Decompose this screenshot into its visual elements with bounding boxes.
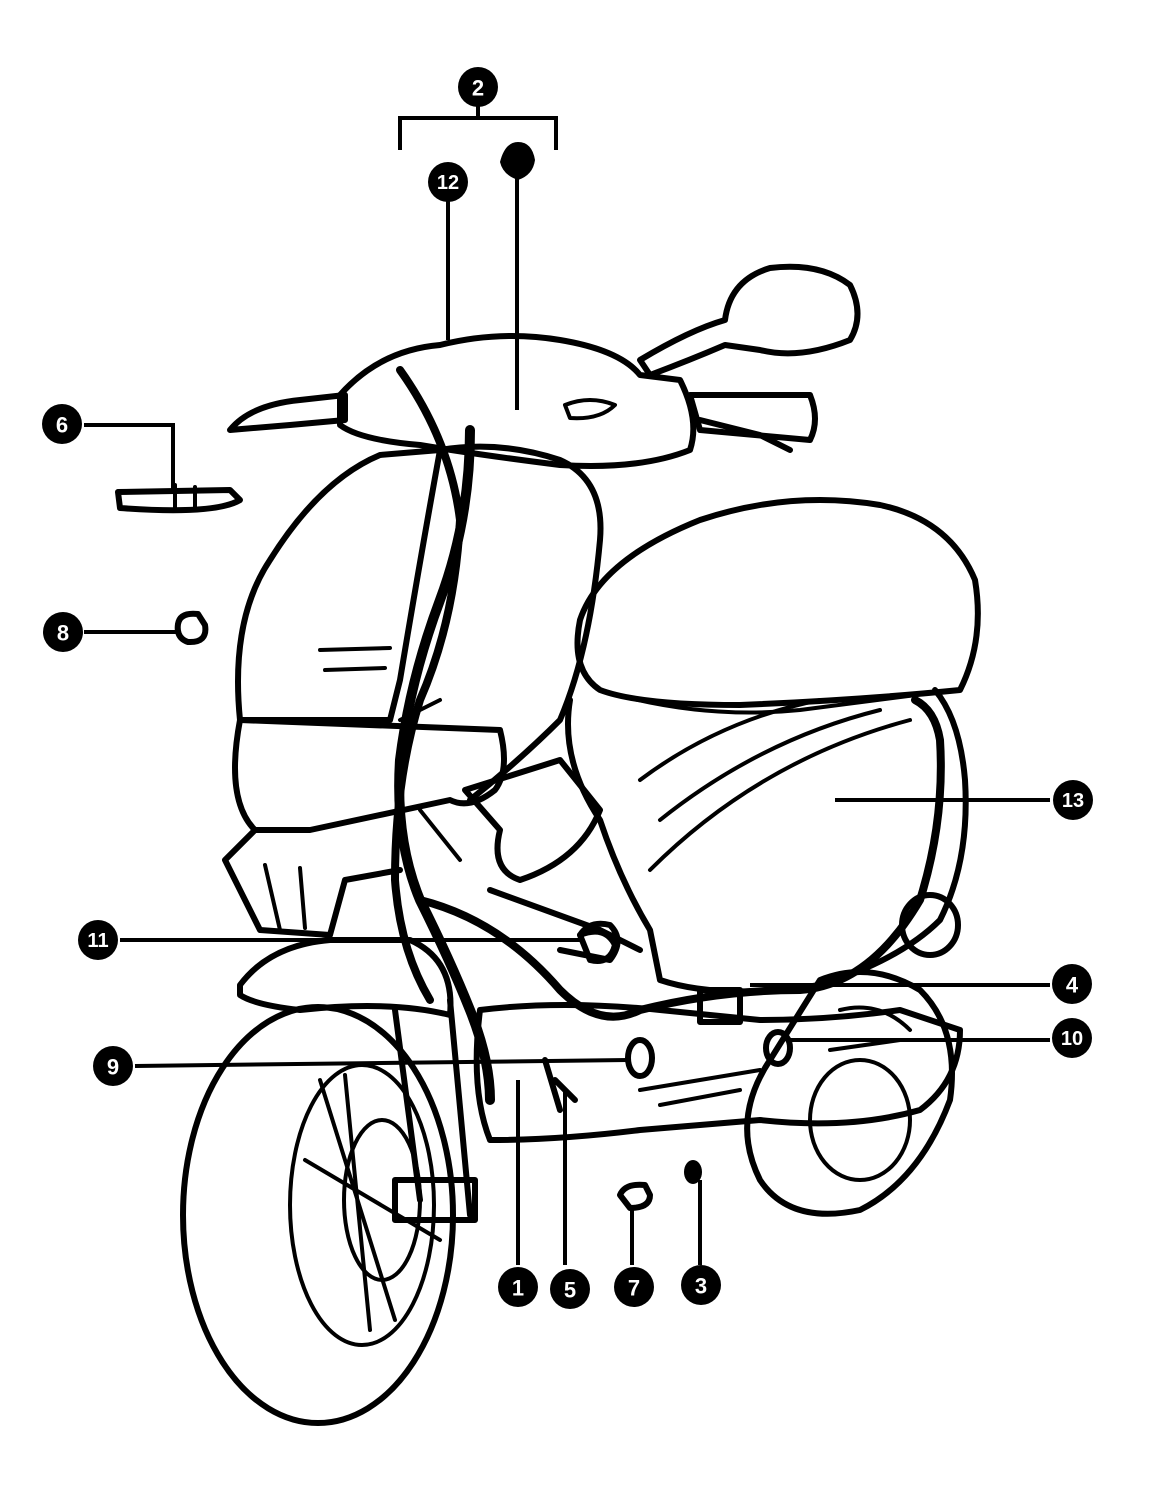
svg-text:8: 8 xyxy=(57,621,69,646)
callout-1: 1 xyxy=(498,1267,538,1307)
callout-12: 12 xyxy=(428,162,468,202)
svg-text:6: 6 xyxy=(56,413,68,438)
callout-13: 13 xyxy=(1053,780,1093,820)
svg-text:11: 11 xyxy=(87,930,108,952)
brake-lever xyxy=(697,417,793,453)
svg-text:7: 7 xyxy=(628,1276,640,1301)
callout-4: 4 xyxy=(1052,964,1092,1004)
main-harness-front xyxy=(394,425,495,1105)
svg-text:2: 2 xyxy=(472,76,484,101)
leader-lines xyxy=(84,100,1050,1265)
callout-8: 8 xyxy=(43,612,83,652)
part-7-clip xyxy=(617,1181,653,1211)
svg-text:9: 9 xyxy=(107,1055,119,1080)
front-badge xyxy=(318,646,392,672)
part-2-bulb xyxy=(500,142,535,180)
rear-light xyxy=(899,892,961,958)
svg-text:13: 13 xyxy=(1062,790,1084,812)
rear-body-lines xyxy=(638,698,912,872)
front-mudguard xyxy=(237,937,454,1018)
harness-secondary xyxy=(391,366,464,1004)
lower-nose xyxy=(222,827,403,938)
front-shield-left xyxy=(235,447,443,723)
callout-7: 7 xyxy=(614,1267,654,1307)
callout-2: 2 xyxy=(458,67,498,107)
svg-text:4: 4 xyxy=(1066,973,1079,998)
leader-9 xyxy=(134,1058,629,1068)
headset-cover xyxy=(337,333,697,469)
turn-signal xyxy=(462,757,603,883)
svg-text:3: 3 xyxy=(695,1274,707,1299)
fuse-holder xyxy=(542,1057,578,1113)
svg-text:5: 5 xyxy=(564,1278,576,1303)
svg-text:1: 1 xyxy=(512,1276,524,1301)
regulator xyxy=(697,987,743,1025)
relay-right xyxy=(763,1029,793,1067)
front-rim xyxy=(288,1063,436,1347)
horn xyxy=(577,928,618,964)
footboard-grip xyxy=(638,1068,762,1107)
right-grip xyxy=(687,392,818,443)
headlight-panel xyxy=(232,717,507,833)
part-8-clip xyxy=(174,610,209,646)
harness-branches xyxy=(398,698,462,862)
rear-wheel xyxy=(744,969,955,1217)
left-grip xyxy=(227,392,348,433)
callout-9: 9 xyxy=(93,1046,133,1086)
callout-3: 3 xyxy=(681,1265,721,1305)
svg-text:10: 10 xyxy=(1061,1028,1083,1050)
harness-rear xyxy=(416,696,945,1021)
leader-6 xyxy=(84,423,175,490)
part-3-bulb xyxy=(684,1160,702,1184)
callout-11: 11 xyxy=(78,920,118,960)
callout-6: 6 xyxy=(42,404,82,444)
front-leg-panel xyxy=(437,443,604,803)
right-mirror xyxy=(637,263,861,378)
part-6-switch xyxy=(115,487,243,514)
callout-10: 10 xyxy=(1052,1018,1092,1058)
front-spokes xyxy=(303,1073,442,1332)
relay-left xyxy=(625,1037,655,1079)
nose-vents xyxy=(263,863,307,932)
front-tire xyxy=(180,1004,456,1426)
bracket-2 xyxy=(398,116,558,150)
seat xyxy=(574,497,981,708)
rear-hub xyxy=(808,1058,912,1182)
fork-caliper xyxy=(392,1177,478,1223)
dash-display xyxy=(563,398,617,421)
callout-5: 5 xyxy=(550,1269,590,1309)
scooter-illustration xyxy=(115,142,981,1426)
seat-seam xyxy=(598,688,957,715)
svg-text:12: 12 xyxy=(437,172,459,194)
